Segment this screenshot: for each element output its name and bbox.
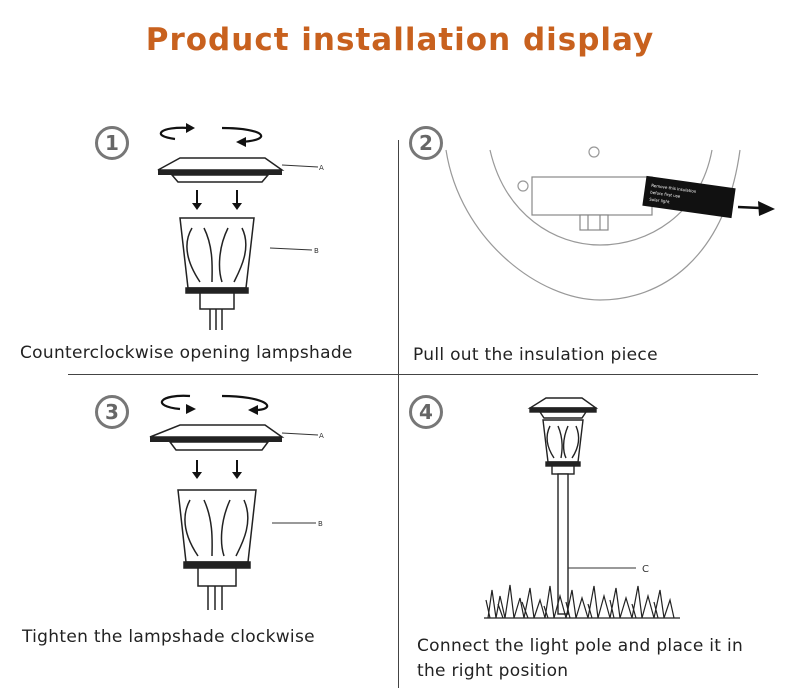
lampshade-body	[177, 489, 257, 610]
step-4-caption-line-2: the right position	[417, 661, 569, 681]
step-1-badge: 1	[95, 126, 129, 160]
step-4-badge: 4	[409, 395, 443, 429]
part-label-b: B	[314, 247, 319, 255]
step-2-caption: Pull out the insulation piece	[413, 345, 658, 365]
horizontal-divider	[68, 374, 758, 375]
step-3-illustration: A B	[149, 394, 324, 610]
step-4-illustration: C	[484, 397, 680, 619]
step-2-illustration: Remove this insulation before first use …	[445, 146, 775, 301]
step-2-badge: 2	[409, 126, 443, 160]
step-4-caption-line-1: Connect the light pole and place it in	[417, 636, 744, 656]
pull-arrow-icon	[737, 205, 761, 210]
battery-compartment	[531, 176, 653, 231]
vertical-divider	[398, 140, 399, 688]
grass	[484, 584, 680, 619]
step-3-caption: Tighten the lampshade clockwise	[22, 627, 315, 647]
page-title: Product installation display	[145, 22, 655, 58]
solar-lamp	[527, 397, 599, 615]
rotate-clockwise-icon	[160, 394, 269, 412]
step-3-badge: 3	[95, 395, 129, 429]
part-label-c: C	[642, 564, 649, 575]
lampshade-lid	[157, 157, 285, 183]
rotate-counterclockwise-icon	[159, 126, 263, 144]
part-label-a: A	[319, 164, 324, 172]
step-1-caption: Counterclockwise opening lampshade	[20, 343, 353, 363]
lampshade-lid	[149, 424, 285, 451]
svg-text:Solar light: Solar light	[649, 197, 670, 205]
step-1-illustration: A B	[157, 123, 324, 330]
part-label-a: A	[319, 432, 324, 440]
insulation-tab: Remove this insulation before first use …	[642, 175, 736, 219]
lampshade-body	[179, 217, 255, 330]
part-label-b: B	[318, 520, 323, 528]
svg-text:before first use: before first use	[650, 190, 681, 199]
svg-text:Remove this insulation: Remove this insulation	[651, 183, 697, 194]
